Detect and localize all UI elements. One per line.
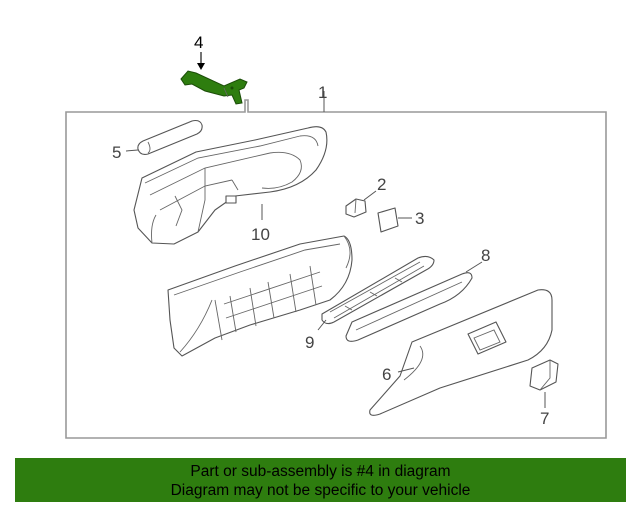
- callout-8-leader: [465, 261, 483, 273]
- part-3-pad[interactable]: [377, 207, 399, 233]
- part-6-door[interactable]: [369, 289, 553, 416]
- callout-6-leader: [397, 367, 415, 373]
- callout-3-label: 3: [415, 209, 424, 228]
- callout-6-label: 6: [382, 365, 391, 384]
- callout-9-label: 9: [305, 333, 314, 352]
- glove-box-bin: [167, 235, 353, 357]
- part-7-latch[interactable]: [529, 359, 559, 391]
- part-4-bracket[interactable]: [180, 70, 248, 105]
- callout-5-label: 5: [112, 143, 121, 162]
- part-9-rail[interactable]: [321, 255, 435, 325]
- assembly-frame: [65, 99, 607, 439]
- callout-7-label: 7: [540, 409, 549, 428]
- callout-5-leader: [125, 149, 139, 152]
- part-8-trim[interactable]: [345, 272, 473, 342]
- callout-1-label: 1: [318, 83, 327, 102]
- callout-8-label: 8: [481, 246, 490, 265]
- part-5-damper[interactable]: [137, 119, 203, 155]
- callout-4-label: 4: [194, 33, 203, 52]
- part-2-clip[interactable]: [345, 198, 367, 218]
- callout-2-leader: [363, 190, 377, 201]
- parts-diagram: 4 1 5 2 3 10 8 9 6 7: [65, 33, 607, 439]
- callout-10-label: 10: [251, 225, 270, 244]
- callout-9-leader: [317, 319, 327, 331]
- banner-line-1: Part or sub-assembly is #4 in diagram: [190, 463, 451, 480]
- upper-housing: [133, 126, 328, 245]
- banner-line-2: Diagram may not be specific to your vehi…: [170, 482, 471, 499]
- callout-2-label: 2: [377, 175, 386, 194]
- info-banner: Part or sub-assembly is #4 in diagram Di…: [15, 458, 626, 502]
- callout-4-arrowhead: [197, 63, 205, 70]
